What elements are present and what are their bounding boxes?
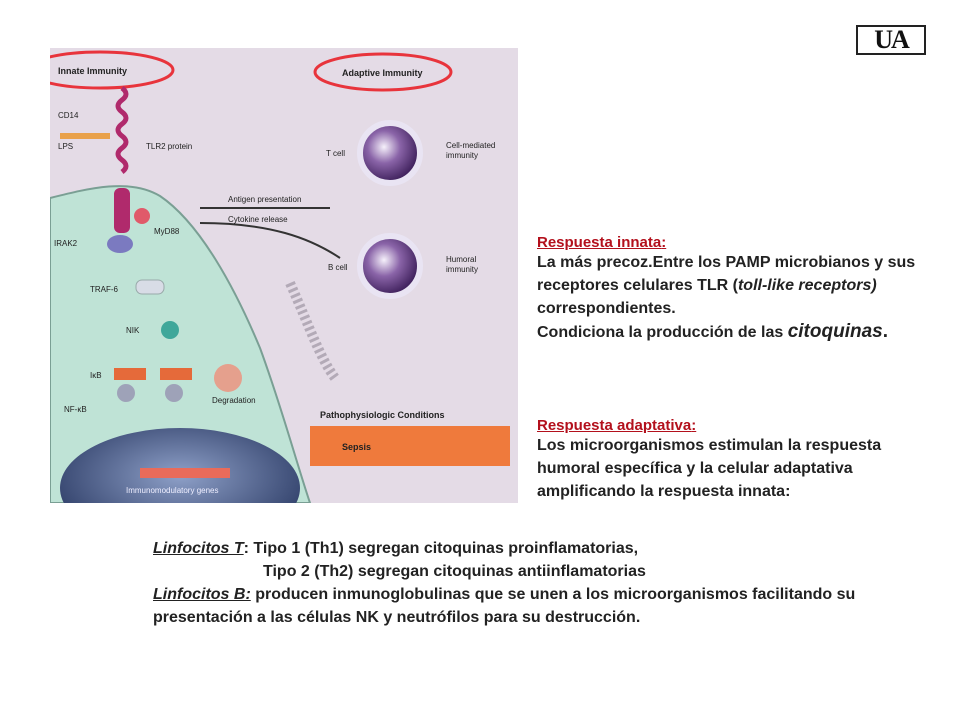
cell-mediated-label: Cell-mediated bbox=[446, 141, 495, 150]
degradation-label: Degradation bbox=[212, 396, 256, 405]
immunity-label-1: immunity bbox=[446, 151, 478, 160]
t-cell-shape bbox=[357, 120, 423, 186]
innate-heading-colon: : bbox=[661, 234, 667, 251]
ikb-label: IκB bbox=[90, 371, 102, 380]
humoral-label: Humoral bbox=[446, 255, 476, 264]
tlr-receptor bbox=[114, 188, 130, 233]
innate-dot: . bbox=[882, 321, 888, 342]
arrow-to-bcell bbox=[199, 222, 341, 259]
nfkb-label: NF-κB bbox=[64, 405, 87, 414]
traf6-shape bbox=[135, 279, 165, 295]
pathophysiology-arrow bbox=[285, 280, 340, 381]
pathophysiologic-label: Pathophysiologic Conditions bbox=[320, 410, 445, 420]
lps-label: LPS bbox=[58, 142, 73, 151]
adaptive-paragraph: Los microorganismos estimulan la respues… bbox=[537, 437, 882, 500]
irak2-shape bbox=[107, 235, 133, 253]
lt-line-1: Linfocitos T: Tipo 1 (Th1) segregan cito… bbox=[153, 537, 943, 560]
tlr2-protein bbox=[115, 86, 129, 174]
cd14-label: CD14 bbox=[58, 111, 79, 120]
adaptive-highlight-circle bbox=[313, 52, 453, 92]
ikb-complex-2 bbox=[160, 368, 192, 380]
ua-logo: UA bbox=[856, 25, 926, 55]
innate-paragraph: La más precoz.Entre los PAMP microbianos… bbox=[537, 251, 937, 344]
lymphocytes-block: Linfocitos T: Tipo 1 (Th1) segregan cito… bbox=[153, 537, 943, 629]
nik-label: NIK bbox=[126, 326, 140, 335]
innate-immunity-label: Innate Immunity bbox=[58, 66, 127, 76]
dna-strand bbox=[140, 468, 230, 478]
lb-text: producen inmunoglobulinas que se unen a … bbox=[153, 586, 856, 626]
adaptive-heading-text: Respuesta adaptativa bbox=[537, 417, 692, 434]
logo-text: UA bbox=[874, 25, 910, 54]
adaptive-response-block: Respuesta adaptativa: Los microorganismo… bbox=[537, 417, 937, 503]
immunomodulatory-label: Immunomodulatory genes bbox=[126, 486, 219, 495]
lb-line: Linfocitos B: producen inmunoglobulinas … bbox=[153, 583, 943, 629]
tlr2-label: TLR2 protein bbox=[146, 142, 192, 151]
lt-text: : Tipo 1 (Th1) segregan citoquinas proin… bbox=[243, 540, 639, 557]
sepsis-box bbox=[310, 426, 510, 466]
nfkb-shape-2 bbox=[165, 384, 183, 402]
nik-shape bbox=[161, 321, 179, 339]
adaptive-heading: Respuesta adaptativa: bbox=[537, 417, 937, 434]
innate-text-3: Condiciona la producción de las bbox=[537, 324, 788, 341]
ikb-complex-1 bbox=[114, 368, 146, 380]
innate-highlight-circle bbox=[50, 50, 175, 90]
innate-citoquinas-text: citoquinas bbox=[787, 321, 883, 342]
b-cell-shape bbox=[357, 233, 423, 299]
myd88-label: MyD88 bbox=[154, 227, 180, 236]
innate-tll-text: toll-like receptors) bbox=[737, 277, 877, 294]
myd88-shape bbox=[134, 208, 150, 224]
innate-response-block: Respuesta innata: La más precoz.Entre lo… bbox=[537, 234, 937, 344]
nucleus bbox=[60, 428, 300, 503]
innate-heading-text: Respuesta innata bbox=[537, 234, 662, 251]
lb-label: Linfocitos B: bbox=[153, 586, 251, 603]
adaptive-heading-colon: : bbox=[691, 417, 697, 434]
degradation-shape bbox=[214, 364, 242, 392]
lps-molecule bbox=[60, 133, 110, 139]
innate-heading: Respuesta innata: bbox=[537, 234, 937, 251]
t-cell-label: T cell bbox=[326, 149, 345, 158]
traf6-label: TRAF-6 bbox=[90, 285, 119, 294]
lt-label: Linfocitos T bbox=[153, 540, 244, 557]
sepsis-label: Sepsis bbox=[342, 442, 371, 452]
lt-line-2: Tipo 2 (Th2) segregan citoquinas antiinf… bbox=[263, 563, 646, 580]
irak2-label: IRAK2 bbox=[54, 239, 78, 248]
adaptive-immunity-label: Adaptive Immunity bbox=[342, 68, 423, 78]
immunity-figure: Innate Immunity Adaptive Immunity CD14 L… bbox=[50, 48, 518, 503]
cytokine-release-label: Cytokine release bbox=[228, 215, 288, 224]
immunity-label-2: immunity bbox=[446, 265, 478, 274]
cell-body bbox=[50, 185, 312, 503]
nfkb-shape-1 bbox=[117, 384, 135, 402]
innate-text-1: La más precoz.Entre los PAMP microbianos… bbox=[537, 254, 916, 294]
antigen-presentation-label: Antigen presentation bbox=[228, 195, 301, 204]
b-cell-label: B cell bbox=[328, 263, 348, 272]
innate-text-2: correspondientes. bbox=[537, 300, 676, 317]
